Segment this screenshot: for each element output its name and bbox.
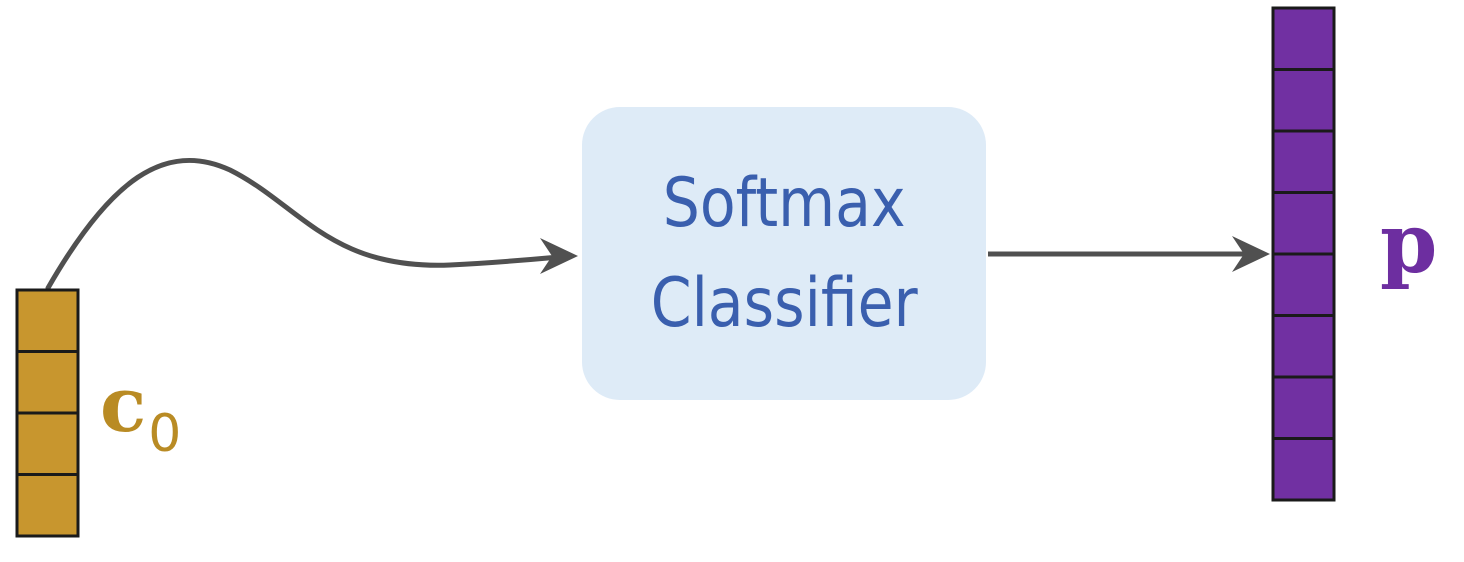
output-vector-p <box>1271 6 1336 502</box>
output-vector-cell <box>1271 375 1336 440</box>
input-vector-cell <box>15 473 80 538</box>
output-vector-cell <box>1271 314 1336 379</box>
output-vector-cell <box>1271 252 1336 317</box>
input-vector-c0 <box>15 288 80 538</box>
output-vector-cell <box>1271 68 1336 133</box>
output-vector-cell <box>1271 191 1336 256</box>
output-vector-label: p <box>1380 196 1438 292</box>
input-arrow <box>45 157 573 291</box>
input-vector-subscript: 0 <box>148 404 182 464</box>
classifier-label-line2: Classifier <box>650 263 918 343</box>
output-arrow-head <box>1232 236 1270 272</box>
output-vector-cell <box>1271 129 1336 194</box>
softmax-classifier-box: Softmax Classifier <box>582 107 986 400</box>
output-vector-cell <box>1271 6 1336 71</box>
input-arrow-head <box>540 238 578 274</box>
input-vector-cell <box>15 288 80 353</box>
input-vector-symbol: c <box>100 360 147 449</box>
input-vector-cell <box>15 411 80 476</box>
output-vector-cell <box>1271 437 1336 502</box>
input-vector-cell <box>15 350 80 415</box>
classifier-label-line1: Softmax <box>662 163 906 243</box>
input-vector-label: c0 <box>100 360 181 464</box>
